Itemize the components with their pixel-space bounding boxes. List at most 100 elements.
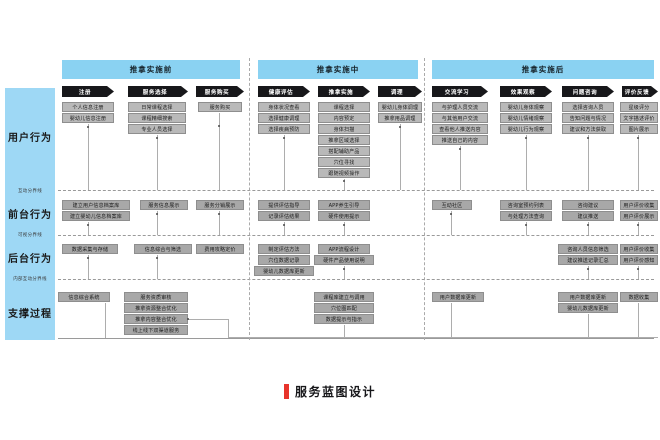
chip-user[interactable]: 推拿区域选择 bbox=[318, 135, 370, 145]
row-label-internal-line: 内部互动分界线 bbox=[5, 273, 55, 285]
chip-user[interactable]: 课程选择 bbox=[318, 102, 370, 112]
chip-backstage[interactable]: APP流程设计 bbox=[318, 244, 370, 254]
chip-support[interactable]: 用户数据库更新 bbox=[558, 292, 618, 302]
footer-title: 服务蓝图设计 bbox=[294, 384, 376, 399]
stage-evaluation-feedback[interactable]: 评价反馈 bbox=[622, 86, 658, 97]
chip-backstage[interactable]: 穴位数据记录 bbox=[258, 255, 310, 265]
stage-register[interactable]: 注册 bbox=[62, 86, 114, 97]
chip-user[interactable]: 推送自己的内容 bbox=[432, 135, 488, 145]
chip-user[interactable]: 课程精细搜索 bbox=[128, 113, 186, 123]
chip-user[interactable]: 与护理人员交流 bbox=[432, 102, 488, 112]
chip-support[interactable]: 推拿内容整合优化 bbox=[124, 314, 188, 324]
chip-user[interactable]: 查看他人推送内容 bbox=[432, 124, 488, 134]
chip-user[interactable]: 选择健康调理 bbox=[258, 113, 310, 123]
chip-backstage[interactable]: 用户评价收集 bbox=[620, 244, 658, 254]
chip-frontstage[interactable]: 咨询建议 bbox=[562, 200, 614, 210]
chip-user[interactable]: 婴幼儿信息注册 bbox=[62, 113, 114, 123]
chip-user[interactable]: 星级评分 bbox=[620, 102, 658, 112]
chip-support[interactable]: 推拿资源整合优化 bbox=[124, 303, 188, 313]
connector bbox=[284, 222, 285, 235]
chip-user[interactable]: 图片展示 bbox=[620, 124, 658, 134]
chip-user[interactable]: 身体状况查看 bbox=[258, 102, 310, 112]
chip-frontstage[interactable]: 建立用户信息档案库 bbox=[62, 200, 130, 210]
chip-support[interactable]: 服务资质审核 bbox=[124, 292, 188, 302]
chip-support[interactable]: 数据提示与指示 bbox=[314, 314, 374, 324]
chip-support[interactable]: 穴位图匹配 bbox=[314, 303, 374, 313]
stage-massage[interactable]: 推拿实施 bbox=[318, 86, 370, 97]
connector bbox=[88, 124, 89, 190]
connector-dot bbox=[156, 213, 158, 215]
chip-user[interactable]: 日常课程选择 bbox=[128, 102, 186, 112]
chip-backstage[interactable]: 信息综合与筛选 bbox=[134, 244, 192, 254]
chip-backstage[interactable]: 用户评价感知 bbox=[620, 255, 658, 265]
separator-internal-interaction bbox=[58, 279, 654, 280]
chip-user[interactable]: 专业人员选择 bbox=[128, 124, 186, 134]
stage-problem-consulting[interactable]: 问题咨询 bbox=[562, 86, 614, 97]
connector bbox=[344, 222, 345, 235]
connector bbox=[228, 337, 658, 338]
chip-user[interactable]: 跟随视频操作 bbox=[318, 168, 370, 178]
chip-user[interactable]: 身体扫描 bbox=[318, 124, 370, 134]
chip-user[interactable]: 与其他用户交流 bbox=[432, 113, 488, 123]
chip-backstage[interactable]: 制定评估方法 bbox=[258, 244, 310, 254]
chip-backstage[interactable]: 建议推送记录汇总 bbox=[558, 255, 618, 265]
chip-support[interactable]: 线上线下双渠道服务 bbox=[124, 325, 188, 335]
chip-frontstage[interactable]: 服务分销展示 bbox=[196, 200, 244, 210]
chip-frontstage[interactable]: 服务信息展示 bbox=[140, 200, 188, 210]
connector-dot bbox=[637, 137, 639, 139]
stage-exchange-learning[interactable]: 交流学习 bbox=[432, 86, 488, 97]
connector-dot bbox=[343, 268, 345, 270]
chip-backstage[interactable]: 婴幼儿数据库更新 bbox=[254, 266, 314, 276]
chip-frontstage[interactable]: 建议推送 bbox=[562, 211, 614, 221]
chip-frontstage[interactable]: 用户评价展示 bbox=[620, 211, 658, 221]
chip-user[interactable]: 婴幼儿身体观察 bbox=[500, 102, 552, 112]
chip-frontstage[interactable]: 提供评估指导 bbox=[258, 200, 310, 210]
connector-dot bbox=[525, 224, 527, 226]
stage-conditioning[interactable]: 调理 bbox=[378, 86, 422, 97]
chip-user[interactable]: 婴幼儿身体调理 bbox=[378, 102, 422, 112]
chip-frontstage[interactable]: 记录评估结果 bbox=[258, 211, 310, 221]
chip-backstage[interactable]: 费用攻略定价 bbox=[196, 244, 244, 254]
stage-effect-observation[interactable]: 效果观察 bbox=[500, 86, 552, 97]
phase-divider-1 bbox=[249, 58, 250, 340]
chip-user[interactable]: 婴幼儿行为观察 bbox=[500, 124, 552, 134]
chip-user[interactable]: 推拿用品调理 bbox=[378, 113, 422, 123]
chip-support[interactable]: 信息综合系统 bbox=[58, 292, 110, 302]
chip-frontstage[interactable]: APP养生引导 bbox=[318, 200, 370, 210]
connector-dot bbox=[637, 268, 639, 270]
chip-user[interactable]: 穴位寻找 bbox=[318, 157, 370, 167]
chip-support[interactable]: 数据收集 bbox=[620, 292, 658, 302]
chip-user[interactable]: 选择疾病预防 bbox=[258, 124, 310, 134]
connector-dot bbox=[525, 137, 527, 139]
connector-dot bbox=[343, 180, 345, 182]
chip-frontstage[interactable]: 咨询室预约列表 bbox=[500, 200, 552, 210]
chip-user[interactable]: 建议和方法获取 bbox=[562, 124, 614, 134]
connector bbox=[451, 303, 452, 338]
chip-backstage[interactable]: 硬件产品使用说明 bbox=[314, 255, 374, 265]
chip-frontstage[interactable]: 硬件使用提示 bbox=[318, 211, 370, 221]
stage-service-choice[interactable]: 服务选择 bbox=[128, 86, 188, 97]
chip-support[interactable]: 婴幼儿数据库更新 bbox=[558, 303, 618, 313]
chip-support[interactable]: 用户数据库更新 bbox=[432, 292, 484, 302]
stage-service-purchase[interactable]: 服务购买 bbox=[196, 86, 244, 97]
chip-user[interactable]: 告知问题与情况 bbox=[562, 113, 614, 123]
chip-user[interactable]: 内容预定 bbox=[318, 113, 370, 123]
stage-health-assessment[interactable]: 健康评估 bbox=[258, 86, 310, 97]
chip-frontstage[interactable]: 互动社区 bbox=[432, 200, 472, 210]
chip-user[interactable]: 选择咨询人员 bbox=[562, 102, 614, 112]
chip-user[interactable]: 服务购买 bbox=[198, 102, 242, 112]
chip-support[interactable]: 课程库建立与调用 bbox=[314, 292, 374, 302]
connector bbox=[400, 124, 401, 190]
chip-backstage[interactable]: 数据采集与存储 bbox=[62, 244, 118, 254]
chip-frontstage[interactable]: 与处理方法查询 bbox=[500, 211, 552, 221]
connector-dot bbox=[343, 224, 345, 226]
chip-backstage[interactable]: 咨询人员信息筛选 bbox=[558, 244, 618, 254]
chip-user[interactable]: 搭配辅助产品 bbox=[318, 146, 370, 156]
chip-user[interactable]: 文字描述评价 bbox=[620, 113, 658, 123]
chip-user[interactable]: 婴幼儿情绪观察 bbox=[500, 113, 552, 123]
chip-user[interactable]: 个人信息注册 bbox=[62, 102, 114, 112]
chip-frontstage[interactable]: 建立婴幼儿信息档案库 bbox=[62, 211, 130, 221]
connector-dot bbox=[218, 213, 220, 215]
connector bbox=[526, 135, 527, 190]
chip-frontstage[interactable]: 用户评价收集 bbox=[620, 200, 658, 210]
